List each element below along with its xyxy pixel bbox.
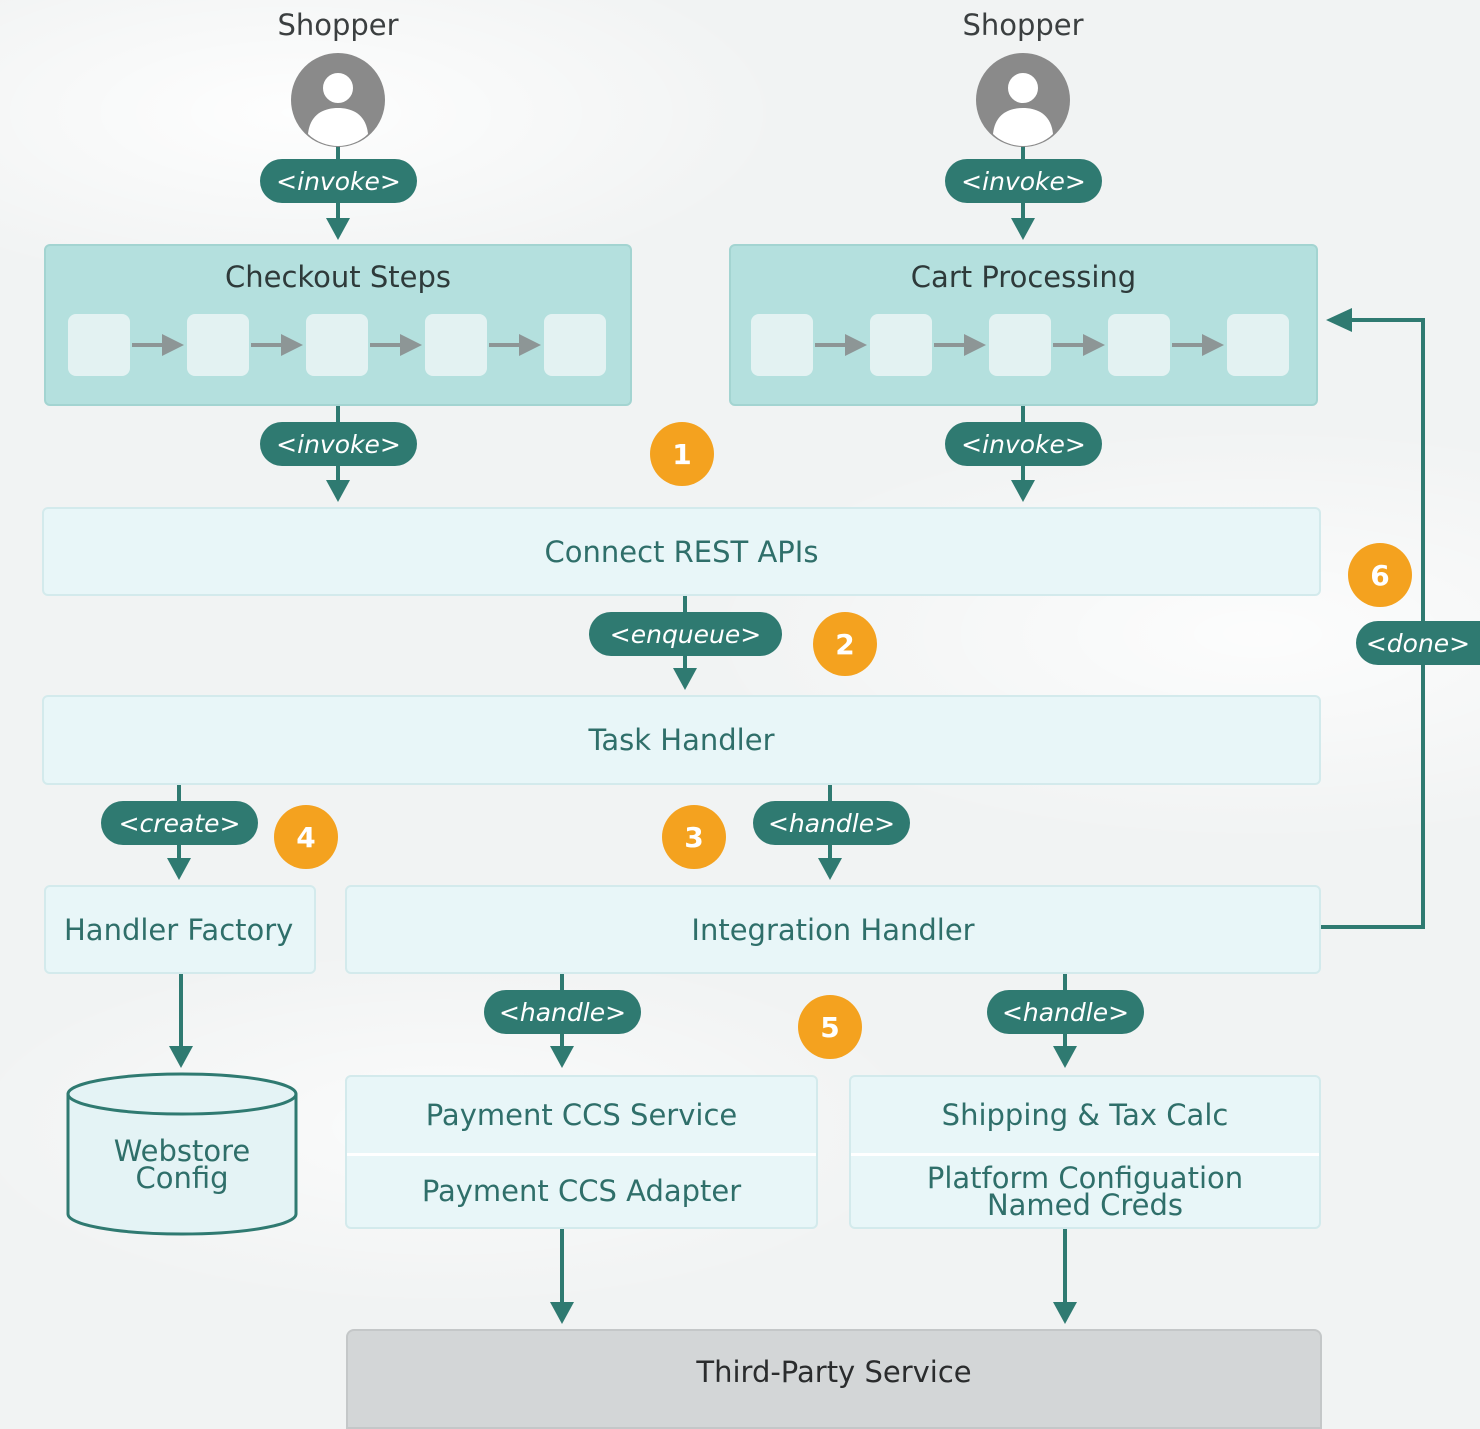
webstore-config-label: Webstore Config xyxy=(66,1134,298,1195)
cart-step xyxy=(1227,314,1289,376)
step-badge-6: 6 xyxy=(1348,543,1412,607)
cart-step xyxy=(989,314,1051,376)
integration-handler-panel: Integration Handler xyxy=(345,885,1321,974)
step-arrow-icon xyxy=(370,334,422,356)
cart-step xyxy=(1108,314,1170,376)
step-arrow-icon xyxy=(132,334,184,356)
task-handler-panel: Task Handler xyxy=(42,695,1321,785)
handler-factory-panel: Handler Factory xyxy=(44,885,316,974)
step-badge-4: 4 xyxy=(274,805,338,869)
webstore-config-line2: Config xyxy=(135,1161,229,1195)
checkout-step xyxy=(306,314,368,376)
platform-configuration: Platform Configuation Named Creds xyxy=(851,1156,1319,1227)
step-badge-3: 3 xyxy=(662,805,726,869)
platform-config-line2: Named Creds xyxy=(986,1187,1184,1222)
shipping-tax-calc: Shipping & Tax Calc xyxy=(851,1077,1319,1156)
checkout-steps-group: Checkout Steps xyxy=(44,244,632,406)
checkout-steps-title: Checkout Steps xyxy=(224,260,452,294)
step-badge-1: 1 xyxy=(650,422,714,486)
step-arrow-icon xyxy=(1053,334,1105,356)
connect-rest-apis-panel: Connect REST APIs xyxy=(42,507,1321,596)
step-arrow-icon xyxy=(489,334,541,356)
payment-ccs-adapter: Payment CCS Adapter xyxy=(421,1174,742,1208)
checkout-step xyxy=(187,314,249,376)
step-arrow-icon xyxy=(934,334,986,356)
shipping-box: Shipping & Tax Calc Platform Configuatio… xyxy=(849,1075,1321,1229)
enqueue-label-pill: <enqueue> xyxy=(589,612,782,656)
cart-processing-title: Cart Processing xyxy=(910,260,1137,294)
invoke-label-pill: <invoke> xyxy=(945,159,1102,203)
checkout-step xyxy=(544,314,606,376)
done-label-pill: <done> xyxy=(1356,621,1480,665)
invoke-label-pill: <invoke> xyxy=(260,159,417,203)
platform-config-line1: Platform Configuation xyxy=(926,1160,1244,1195)
payment-box: Payment CCS Service Payment CCS Adapter xyxy=(345,1075,818,1229)
payment-ccs-service: Payment CCS Service xyxy=(347,1077,816,1156)
handle-label-pill: <handle> xyxy=(484,990,641,1034)
step-arrow-icon xyxy=(251,334,303,356)
step-badge-2: 2 xyxy=(813,612,877,676)
user-avatar-icon xyxy=(291,53,385,147)
checkout-step xyxy=(425,314,487,376)
webstore-config-line1: Webstore xyxy=(113,1134,251,1168)
invoke-label-pill: <invoke> xyxy=(945,422,1102,466)
cart-processing-group: Cart Processing xyxy=(729,244,1318,406)
cart-step xyxy=(751,314,813,376)
checkout-step xyxy=(68,314,130,376)
handle-label-pill: <handle> xyxy=(987,990,1144,1034)
shopper-label-right: Shopper xyxy=(962,8,1084,42)
step-badge-5: 5 xyxy=(798,995,862,1059)
user-avatar-icon xyxy=(976,53,1070,147)
database-icon xyxy=(66,1072,298,1236)
third-party-service-panel: Third-Party Service xyxy=(346,1329,1322,1429)
shopper-label-left: Shopper xyxy=(277,8,399,42)
step-arrow-icon xyxy=(1172,334,1224,356)
handle-label-pill: <handle> xyxy=(753,801,910,845)
create-label-pill: <create> xyxy=(101,801,258,845)
step-arrow-icon xyxy=(815,334,867,356)
invoke-label-pill: <invoke> xyxy=(260,422,417,466)
cart-step xyxy=(870,314,932,376)
